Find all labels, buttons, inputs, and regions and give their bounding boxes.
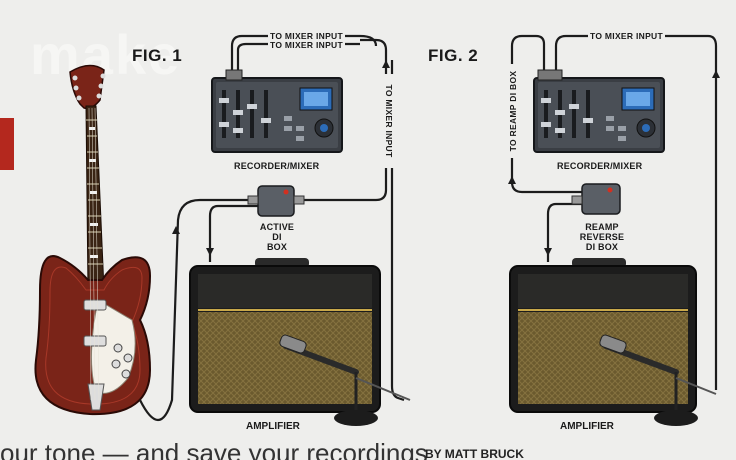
byline: BY MATT BRUCK (425, 447, 524, 460)
fig2-di-line-1: REAMP (585, 222, 619, 232)
fig2-amp-label: AMPLIFIER (560, 421, 614, 432)
di-box-2 (571, 183, 621, 215)
page-accent-bar (0, 118, 14, 170)
fig2-di-line-3: DI BOX (585, 242, 619, 252)
fig1-di-label: ACTIVE DI BOX (252, 222, 302, 252)
di-box-1 (247, 185, 305, 217)
footer-headline: our tone — and save your recordings (0, 438, 428, 460)
fig1-amp-label: AMPLIFIER (246, 421, 300, 432)
fig1-cable-label-3: TO MIXER INPUT (384, 74, 394, 168)
recorder-mixer-2 (533, 69, 665, 153)
fig2-title: FIG. 2 (428, 46, 479, 65)
fig2-recorder-label: RECORDER/MIXER (557, 161, 643, 171)
fig1-di-line-1: ACTIVE (259, 222, 295, 232)
recorder-mixer-1 (211, 69, 343, 153)
fig2-cable-label-1: TO MIXER INPUT (588, 31, 665, 41)
guitar-icon (34, 64, 152, 416)
fig2-di-line-2: REVERSE (579, 232, 625, 242)
microphone-1 (279, 334, 411, 426)
fig1-title: FIG. 1 (132, 46, 183, 65)
fig2-di-label: REAMP REVERSE DI BOX (574, 222, 630, 252)
fig1-cable-label-1: TO MIXER INPUT (268, 31, 345, 41)
fig1-recorder-label: RECORDER/MIXER (234, 161, 320, 171)
fig1-di-line-2: DI (272, 232, 282, 242)
microphone-2 (599, 334, 717, 426)
fig2-cable-label-2: TO REAMP DI BOX (508, 64, 518, 158)
fig1-di-line-3: BOX (266, 242, 288, 252)
fig1-cable-label-2: TO MIXER INPUT (268, 40, 345, 50)
amplifier-2 (509, 258, 697, 413)
